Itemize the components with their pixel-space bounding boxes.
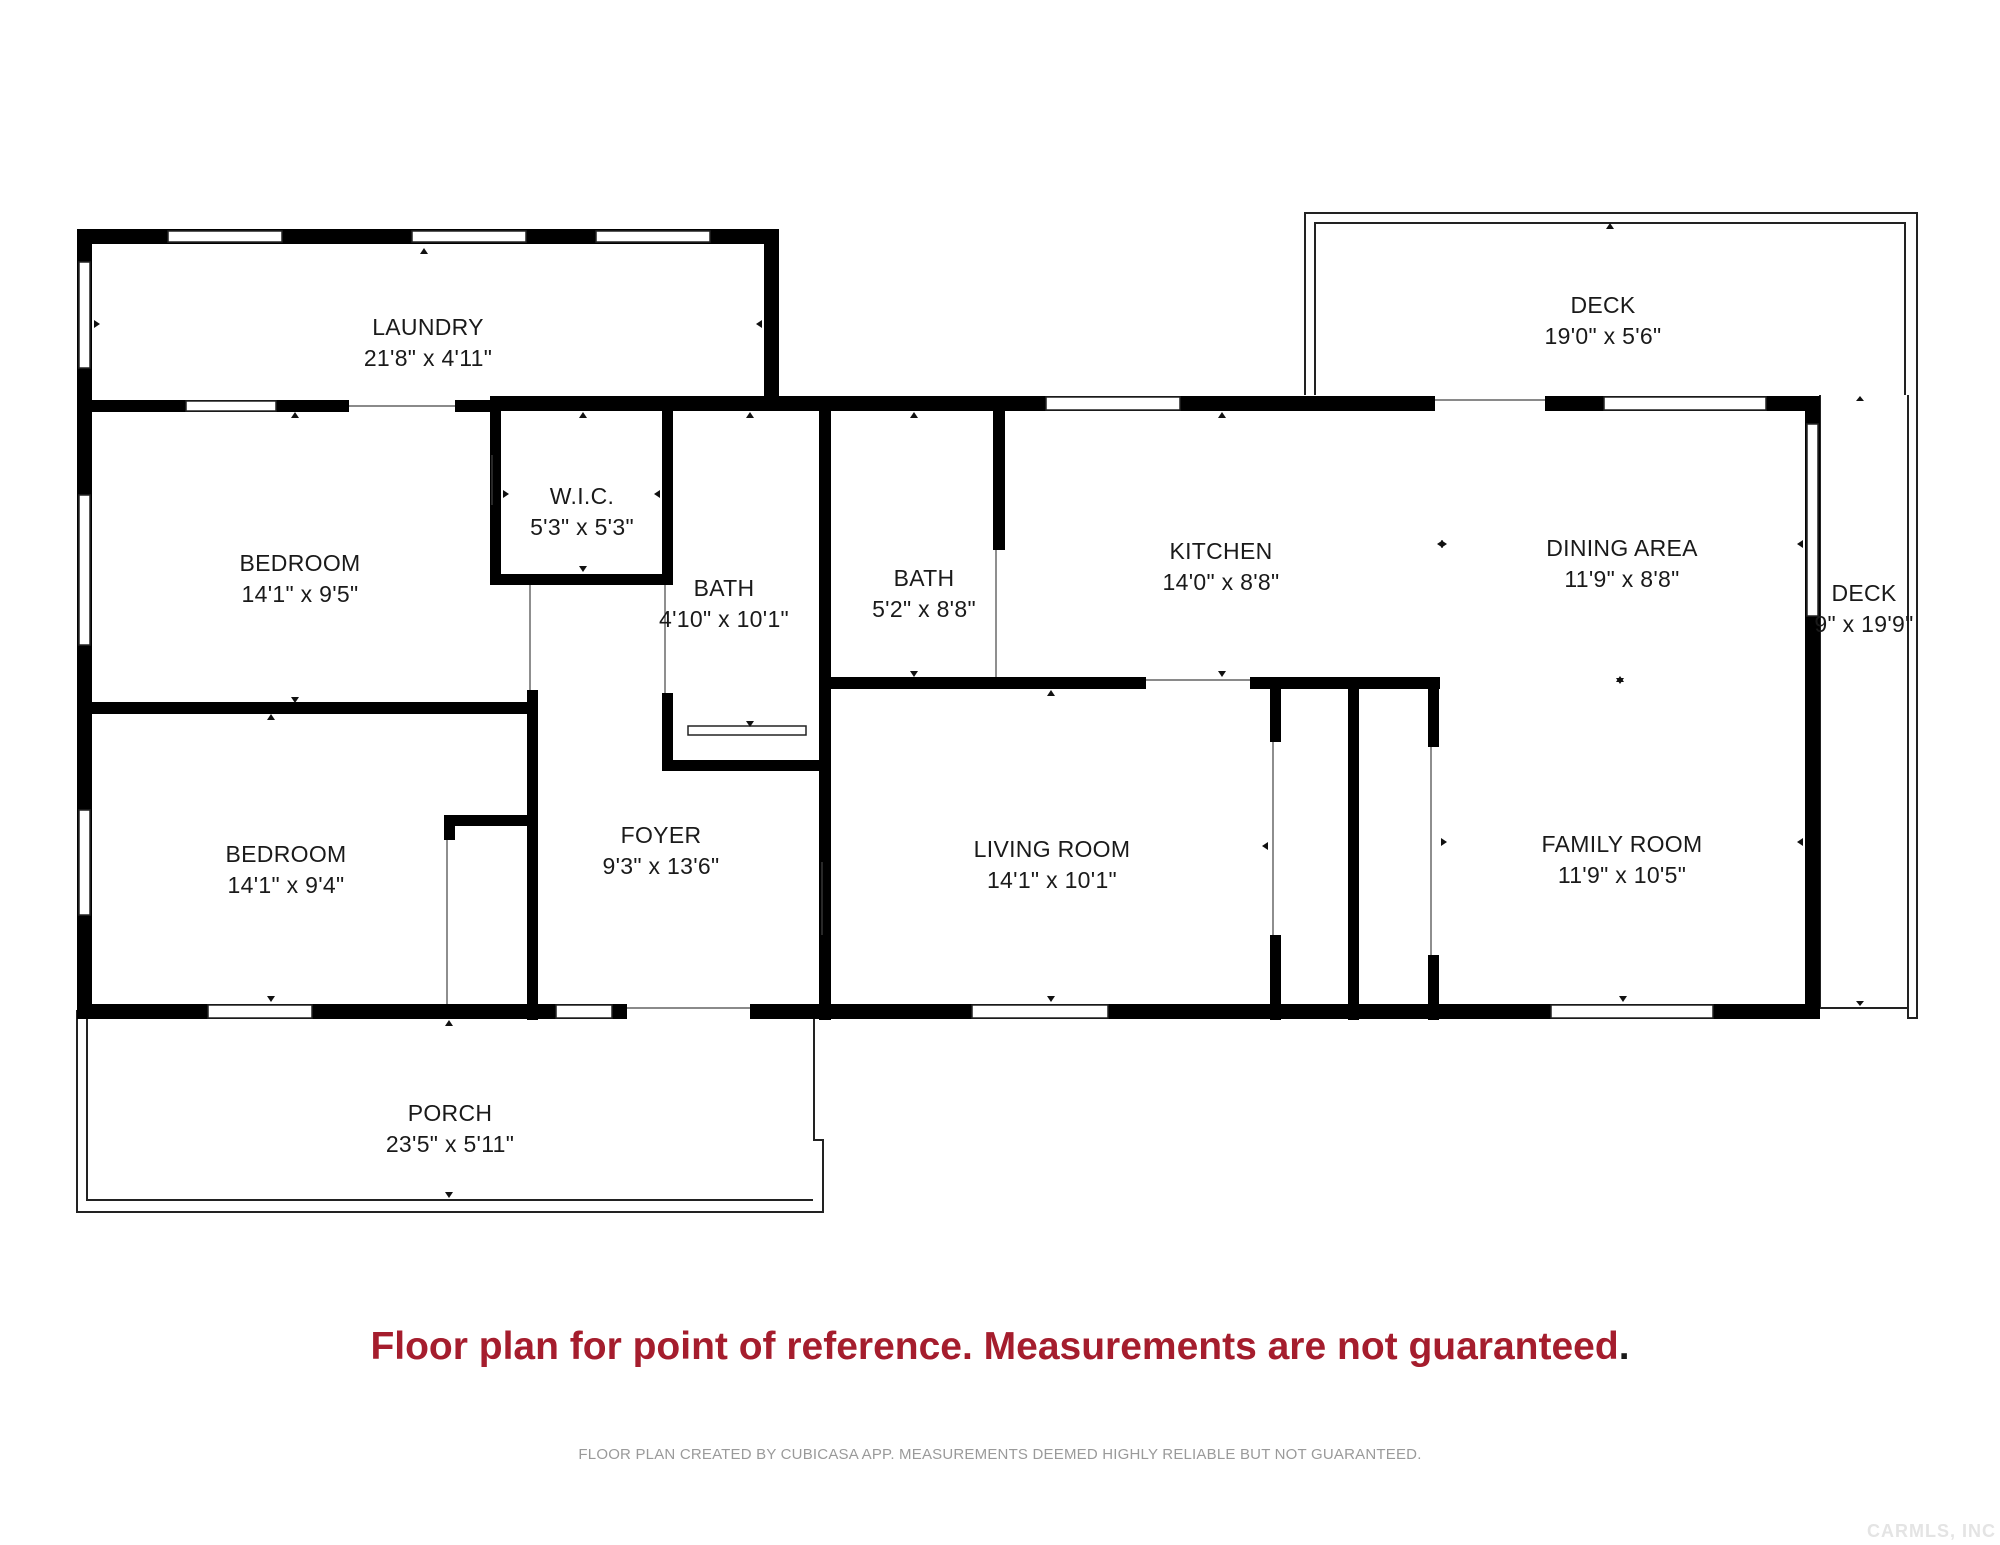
room-name: DECK	[1831, 580, 1897, 606]
watermark: CARMLS, INC	[1867, 1521, 1996, 1541]
window	[687, 725, 807, 736]
disclaimer-main: Floor plan for point of reference. Measu…	[370, 1325, 1619, 1368]
disclaimer-period: .	[1618, 1325, 1630, 1368]
window	[1806, 423, 1819, 617]
room-name: BEDROOM	[239, 550, 361, 576]
wall	[77, 702, 537, 714]
room-label-deck-top: DECK 19'0" x 5'6"	[1545, 290, 1662, 352]
room-dims: 21'8" x 4'11"	[363, 345, 493, 371]
window	[971, 1004, 1109, 1019]
window	[185, 400, 277, 412]
window	[595, 230, 711, 243]
dimension-markers	[94, 223, 1864, 1198]
room-dims: 4'10" x 10'1"	[658, 606, 790, 632]
right-deck-outer	[1907, 395, 1918, 1019]
room-label-foyer: FOYER 9'3" x 13'6"	[603, 820, 720, 882]
room-dims: 19'0" x 5'6"	[1544, 323, 1662, 349]
room-name: W.I.C.	[549, 483, 615, 509]
windows	[78, 230, 1819, 1019]
room-label-bedroom-1: BEDROOM 14'1" x 9'5"	[240, 548, 361, 610]
room-label-bath-2: BATH 5'2" x 8'8"	[872, 563, 976, 625]
wall	[1348, 677, 1359, 1020]
room-label-deck-right: DECK 9" x 19'9"	[1814, 578, 1913, 640]
window	[207, 1004, 313, 1019]
wall	[764, 229, 779, 405]
room-dims: 11'9" x 8'8"	[1564, 566, 1680, 592]
wall	[490, 574, 668, 585]
room-name: BEDROOM	[225, 841, 347, 867]
porch-inner	[86, 1010, 813, 1201]
room-label-laundry: LAUNDRY 21'8" x 4'11"	[364, 312, 492, 374]
wall	[662, 693, 673, 771]
wall	[662, 760, 824, 771]
wall	[993, 400, 1005, 550]
wall	[819, 400, 831, 1020]
room-name: FOYER	[620, 822, 702, 848]
wall	[662, 400, 673, 585]
wall	[1270, 677, 1281, 742]
window	[411, 230, 527, 243]
room-label-kitchen: KITCHEN 14'0" x 8'8"	[1163, 536, 1280, 598]
wall	[490, 400, 501, 585]
room-name: KITCHEN	[1169, 538, 1273, 564]
wall	[490, 396, 1435, 411]
room-name: BATH	[693, 575, 755, 601]
room-label-bath-1: BATH 4'10" x 10'1"	[659, 573, 789, 635]
wall	[1428, 677, 1439, 747]
wall	[77, 1004, 627, 1019]
window	[555, 1004, 613, 1019]
wall	[527, 690, 538, 1020]
room-dims: 14'1" x 9'4"	[227, 872, 345, 898]
room-name: FAMILY ROOM	[1541, 831, 1703, 857]
wall	[455, 400, 495, 412]
room-dims: 23'5" x 5'11"	[385, 1131, 515, 1157]
room-dims: 14'1" x 10'1"	[986, 867, 1118, 893]
room-dims: 5'2" x 8'8"	[872, 596, 976, 622]
room-name: LIVING ROOM	[973, 836, 1131, 862]
room-dims: 14'1" x 9'5"	[241, 581, 359, 607]
window	[78, 494, 91, 646]
window	[78, 261, 91, 369]
door-openings	[349, 399, 1545, 1009]
room-name: DECK	[1570, 292, 1636, 318]
window	[167, 230, 283, 243]
room-dims: 14'0" x 8'8"	[1162, 569, 1280, 595]
wall	[444, 815, 455, 840]
room-name: BATH	[893, 565, 955, 591]
wall	[1353, 677, 1433, 687]
room-name: DINING AREA	[1546, 535, 1698, 561]
window	[1045, 396, 1181, 411]
wall	[826, 677, 1146, 689]
room-label-porch: PORCH 23'5" x 5'11"	[386, 1098, 514, 1160]
room-name: LAUNDRY	[372, 314, 484, 340]
porch-outline	[76, 1010, 824, 1213]
room-label-living-room: LIVING ROOM 14'1" x 10'1"	[974, 834, 1131, 896]
window	[1603, 396, 1767, 411]
room-label-bedroom-2: BEDROOM 14'1" x 9'4"	[226, 839, 347, 901]
room-label-dining-area: DINING AREA 11'9" x 8'8"	[1546, 533, 1698, 595]
room-dims: 9" x 19'9"	[1814, 611, 1914, 637]
wall	[444, 815, 534, 826]
wall	[1428, 955, 1439, 1020]
room-label-wic: W.I.C. 5'3" x 5'3"	[530, 481, 634, 543]
wall	[1270, 935, 1281, 1020]
room-dims: 11'9" x 10'5"	[1557, 862, 1687, 888]
window	[78, 809, 91, 916]
room-name: PORCH	[407, 1100, 493, 1126]
room-label-family-room: FAMILY ROOM 11'9" x 10'5"	[1542, 829, 1703, 891]
window	[1550, 1004, 1714, 1019]
room-dims: 5'3" x 5'3"	[530, 514, 634, 540]
cubicasa-footer: FLOOR PLAN CREATED BY CUBICASA APP. MEAS…	[578, 1446, 1422, 1463]
disclaimer-text: Floor plan for point of reference. Measu…	[0, 1325, 2000, 1369]
room-dims: 9'3" x 13'6"	[602, 853, 720, 879]
